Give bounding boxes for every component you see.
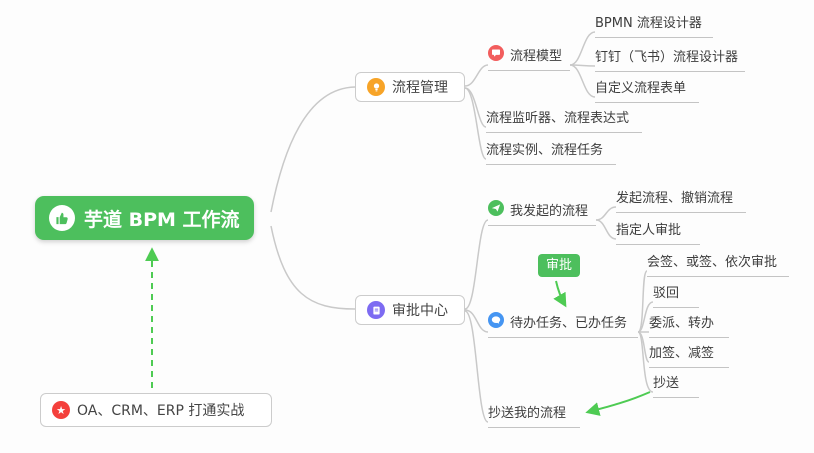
node-todo-done[interactable]: 待办任务、已办任务: [488, 312, 638, 338]
node-label: 流程管理: [392, 80, 448, 96]
node-instance-task[interactable]: 流程实例、流程任务: [486, 139, 616, 165]
clipboard-icon: [367, 301, 385, 319]
node-label: 我发起的流程: [510, 204, 589, 219]
node-add-reduce-sign[interactable]: 加签、减签: [649, 342, 729, 368]
node-oa-crm-erp-practice[interactable]: ★ OA、CRM、ERP 打通实战: [40, 393, 272, 427]
node-label: 发起流程、撤销流程: [616, 191, 734, 206]
node-listener-expression[interactable]: 流程监听器、流程表达式: [486, 107, 642, 133]
approval-edge-badge[interactable]: 审批: [538, 254, 581, 277]
node-label: 流程实例、流程任务: [486, 143, 604, 158]
node-dingtalk-feishu-designer[interactable]: 钉钉（飞书）流程设计器: [595, 46, 745, 72]
node-label: 驳回: [653, 286, 680, 301]
node-cc-my-process[interactable]: 抄送我的流程: [488, 402, 580, 428]
node-custom-form[interactable]: 自定义流程表单: [595, 77, 699, 103]
lightbulb-icon: [367, 78, 385, 96]
node-bpmn-designer[interactable]: BPMN 流程设计器: [595, 12, 713, 38]
approval-edge-arrow: [553, 280, 567, 308]
node-label: 抄送我的流程: [488, 406, 567, 421]
node-label: 钉钉（飞书）流程设计器: [595, 50, 739, 65]
cc-to-ccmyprocess-arrow: [585, 391, 651, 416]
star-icon: ★: [52, 401, 70, 419]
node-label: OA、CRM、ERP 打通实战: [77, 403, 245, 419]
node-label: 待办任务、已办任务: [510, 316, 628, 331]
node-label: 流程模型: [510, 49, 563, 64]
node-label: 会签、或签、依次审批: [647, 255, 778, 270]
node-label: BPMN 流程设计器: [595, 16, 702, 31]
node-process-management[interactable]: 流程管理: [355, 72, 465, 102]
chat-bubble-icon: [488, 312, 504, 328]
node-reject[interactable]: 驳回: [653, 282, 699, 308]
node-label: 流程监听器、流程表达式: [486, 111, 630, 126]
root-node[interactable]: 芋道 BPM 工作流: [35, 196, 254, 240]
node-initiate-revoke[interactable]: 发起流程、撤销流程: [616, 187, 746, 213]
node-label: 加签、减签: [649, 346, 715, 361]
node-assigned-approval[interactable]: 指定人审批: [616, 219, 700, 245]
node-label: 指定人审批: [616, 223, 682, 238]
node-cc[interactable]: 抄送: [653, 372, 699, 398]
node-label: 自定义流程表单: [595, 81, 687, 96]
node-approval-center[interactable]: 审批中心: [355, 295, 465, 325]
node-countersign[interactable]: 会签、或签、依次审批: [647, 251, 789, 277]
node-my-initiated[interactable]: 我发起的流程: [488, 200, 596, 226]
node-delegate-transfer[interactable]: 委派、转办: [649, 312, 729, 338]
comment-icon: [488, 45, 504, 61]
node-label: 抄送: [653, 376, 680, 391]
badge-label: 审批: [546, 258, 573, 273]
node-label: 委派、转办: [649, 316, 715, 331]
root-label: 芋道 BPM 工作流: [84, 208, 240, 231]
paper-plane-icon: [488, 200, 504, 216]
node-label: 审批中心: [392, 303, 448, 319]
thumbs-up-icon: [49, 205, 75, 231]
node-process-model[interactable]: 流程模型: [488, 45, 570, 71]
